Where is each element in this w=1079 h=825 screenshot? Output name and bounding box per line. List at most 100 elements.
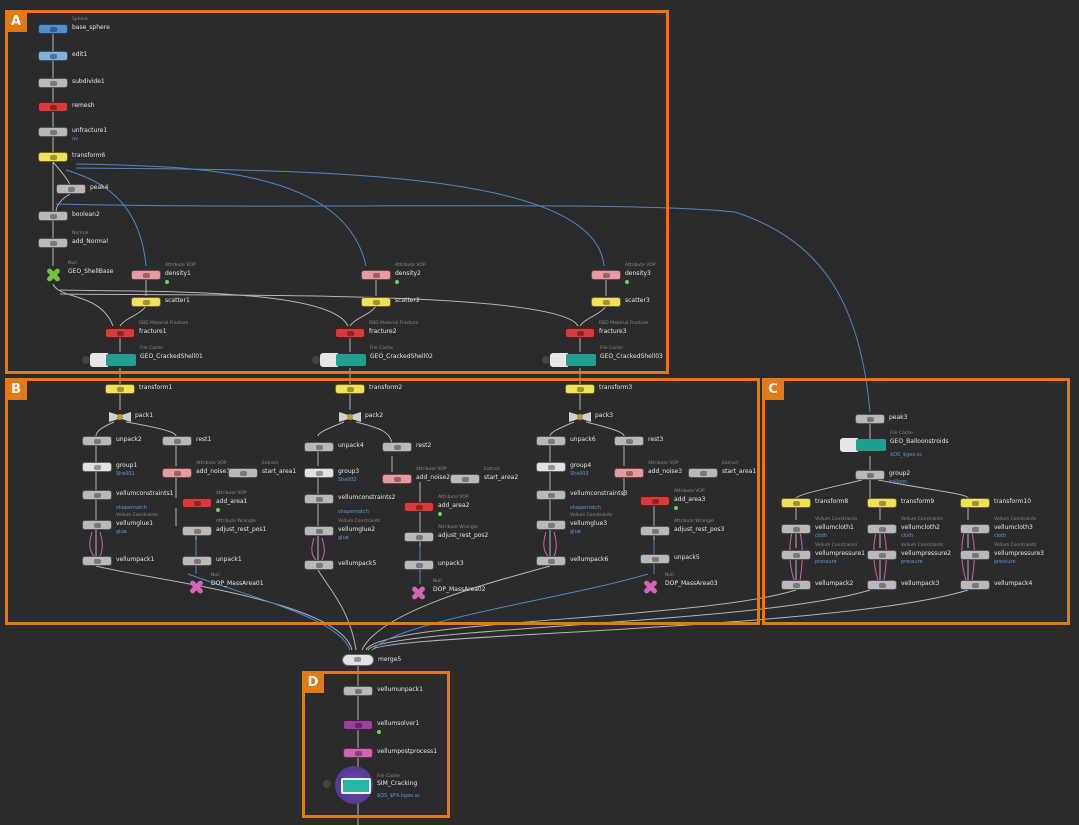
network-box-d[interactable]: D (302, 671, 450, 818)
pack-node-icon (569, 412, 591, 422)
null-node-icon (46, 268, 60, 282)
vellum-constraints-node-icon (82, 490, 112, 500)
file-cache-node-icon (82, 353, 136, 367)
file-cache-node-icon (335, 766, 373, 804)
box-label-a: A (5, 10, 27, 32)
vellum-glue-node-icon (536, 520, 566, 530)
boolean-node-icon (38, 211, 68, 221)
vellum-postprocess-node-icon (343, 748, 373, 758)
unpack-node-icon (182, 556, 212, 566)
scatter-node-icon (361, 297, 391, 307)
wrangle-node-icon (182, 526, 212, 536)
rest-node-icon (614, 436, 644, 446)
attribute-vop-node-icon (404, 502, 434, 512)
fracture-node-icon (335, 328, 365, 338)
display-flag-icon (377, 730, 381, 734)
box-label-b: B (5, 378, 27, 400)
wrangle-node-icon (640, 526, 670, 536)
attribute-vop-node-icon (182, 498, 212, 508)
vellum-cloth-node-icon (960, 524, 990, 534)
vellum-pack-node-icon (536, 556, 566, 566)
null-node-icon (643, 580, 657, 594)
group-node-icon (855, 470, 885, 480)
attribute-vop-node-icon (361, 270, 391, 280)
group-node-icon (82, 462, 112, 472)
attribute-vop-node-icon (131, 270, 161, 280)
scatter-node-icon (591, 297, 621, 307)
attribute-vop-node-icon (614, 468, 644, 478)
unpack-node-icon (82, 436, 112, 446)
vellum-pack-node-icon (781, 580, 811, 590)
box-label-c: C (762, 378, 784, 400)
merge-node-icon (342, 654, 374, 666)
vellum-glue-node-icon (82, 520, 112, 530)
vellum-pack-node-icon (960, 580, 990, 590)
transform-node-icon (105, 384, 135, 394)
peak-node-icon (56, 184, 86, 194)
file-cache-node-icon (542, 353, 596, 367)
display-flag-icon (216, 508, 220, 512)
scatter-node-icon (131, 297, 161, 307)
vellum-cloth-node-icon (867, 524, 897, 534)
normal-node-icon (38, 238, 68, 248)
subdivide-node-icon (38, 78, 68, 88)
display-flag-icon (438, 512, 442, 516)
vellum-pack-node-icon (82, 556, 112, 566)
vellum-unpack-node-icon (343, 686, 373, 696)
transform-node-icon (781, 498, 811, 508)
unpack-node-icon (304, 442, 334, 452)
network-box-c[interactable]: C (762, 378, 1070, 625)
extract-node-icon (688, 468, 718, 478)
edit-node-icon (38, 51, 68, 61)
pack-node-icon (339, 412, 361, 422)
transform-node-icon (335, 384, 365, 394)
vellum-constraints-node-icon (304, 494, 334, 504)
display-flag-icon (674, 506, 678, 510)
vellum-pack-node-icon (867, 580, 897, 590)
file-cache-node-icon (312, 353, 366, 367)
unpack-node-icon (536, 436, 566, 446)
fracture-node-icon (105, 328, 135, 338)
vellum-pressure-node-icon (960, 550, 990, 560)
transform-node-icon (867, 498, 897, 508)
unfracture-node-icon (38, 127, 68, 137)
unpack-node-icon (404, 560, 434, 570)
vellum-glue-node-icon (304, 526, 334, 536)
box-label-d: D (302, 671, 324, 693)
vellum-pressure-node-icon (867, 550, 897, 560)
transform-node-icon (960, 498, 990, 508)
transform-node-icon (38, 152, 68, 162)
vellum-pressure-node-icon (781, 550, 811, 560)
extract-node-icon (228, 468, 258, 478)
remesh-node-icon (38, 102, 68, 112)
file-cache-node-icon (840, 438, 886, 452)
attribute-vop-node-icon (162, 468, 192, 478)
network-box-b[interactable]: B (5, 378, 760, 625)
group-node-icon (304, 468, 334, 478)
bypass-icon (323, 780, 331, 788)
null-node-icon (411, 586, 425, 600)
network-box-a[interactable]: A (5, 10, 669, 374)
vellum-cloth-node-icon (781, 524, 811, 534)
rest-node-icon (162, 436, 192, 446)
null-node-icon (189, 580, 203, 594)
attribute-vop-node-icon (382, 474, 412, 484)
sphere-node-icon (38, 24, 68, 34)
wrangle-node-icon (404, 532, 434, 542)
fracture-node-icon (565, 328, 595, 338)
rest-node-icon (382, 442, 412, 452)
vellum-constraints-node-icon (536, 490, 566, 500)
pack-node-icon (109, 412, 131, 422)
attribute-vop-node-icon (591, 270, 621, 280)
display-flag-icon (625, 280, 629, 284)
vellum-pack-node-icon (304, 560, 334, 570)
extract-node-icon (450, 474, 480, 484)
group-node-icon (536, 462, 566, 472)
display-flag-icon (165, 280, 169, 284)
unpack-node-icon (640, 554, 670, 564)
transform-node-icon (565, 384, 595, 394)
vellum-solver-node-icon (343, 720, 373, 730)
attribute-vop-node-icon (640, 496, 670, 506)
peak-node-icon (855, 414, 885, 424)
display-flag-icon (395, 280, 399, 284)
